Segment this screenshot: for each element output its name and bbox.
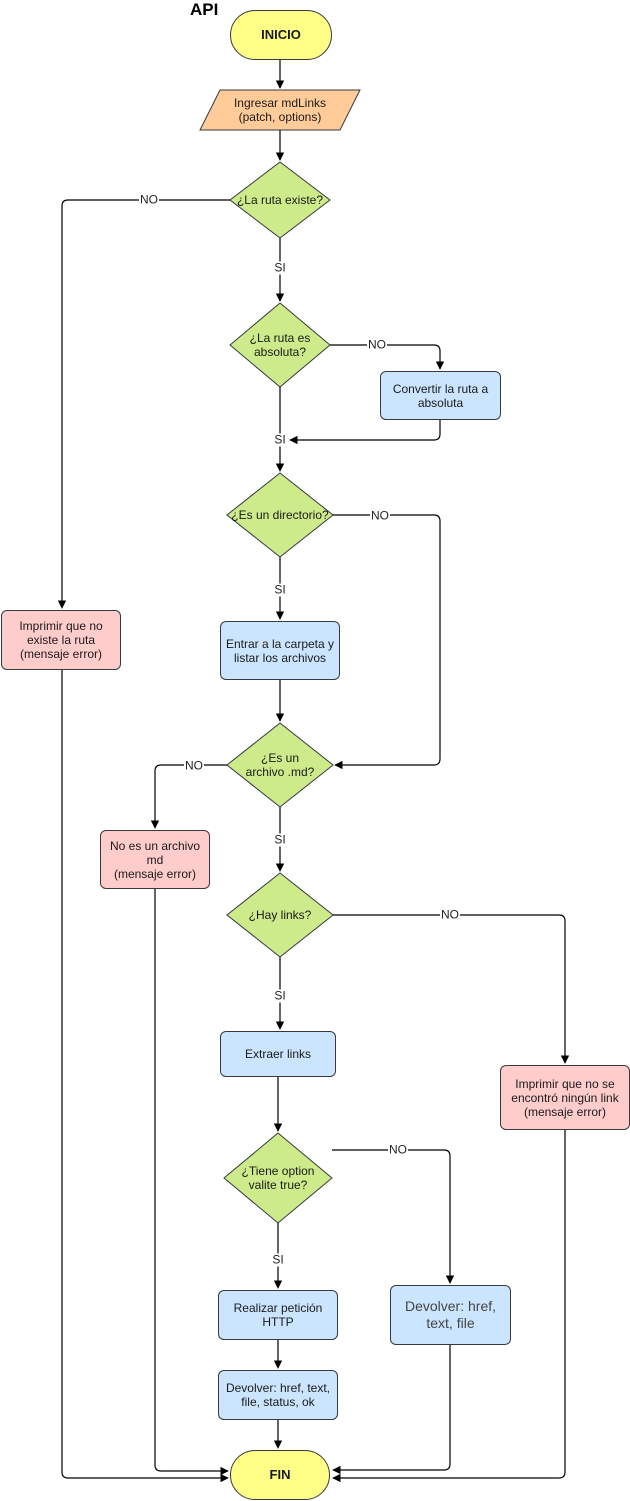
node-convertir: Convertir la ruta a absoluta [380, 371, 501, 420]
edge-links-no [333, 914, 570, 1064]
node-extraer: Extraer links [220, 1031, 336, 1077]
edge-absoluta-no [330, 344, 445, 370]
label-existe-no: NO [139, 192, 159, 207]
edge-error-ruta-fin [61, 670, 229, 1483]
node-es-md: ¿Es un archivo .md? [245, 751, 315, 779]
node-entrar-carpeta: Entrar a la carpeta y listar los archivo… [220, 621, 340, 680]
node-ruta-existe: ¿La ruta existe? [236, 193, 324, 207]
label-md-si: SI [273, 832, 287, 847]
edge-error-md-fin [154, 889, 229, 1476]
label-links-no: NO [440, 907, 460, 922]
node-devolver-full: Devolver: href, text, file, status, ok [218, 1370, 338, 1420]
node-hay-links: ¿Hay links? [248, 908, 312, 922]
label-directorio-si: SI [273, 582, 287, 597]
edge-option-no [332, 1149, 455, 1284]
node-peticion: Realizar petición HTTP [218, 1290, 338, 1340]
node-ruta-absoluta: ¿La ruta es absoluta? [249, 331, 311, 359]
node-error-ruta: Imprimir que no existe la ruta (mensaje … [1, 610, 121, 670]
label-md-no: NO [184, 758, 204, 773]
node-input: Ingresar mdLinks (patch, options) [233, 96, 327, 124]
node-tiene-option: ¿Tiene option valite true? [241, 1164, 315, 1192]
node-inicio: INICIO [230, 10, 332, 60]
label-existe-si: SI [273, 260, 287, 275]
label-directorio-no: NO [370, 508, 390, 523]
node-error-links: Imprimir que no se encontró ningún link … [500, 1065, 630, 1130]
node-es-directorio: ¿Es un directorio? [231, 508, 329, 522]
label-option-si: SI [271, 1252, 285, 1267]
edge-error-links-fin [332, 1130, 566, 1483]
label-option-no: NO [388, 1142, 408, 1157]
edge-md-no [150, 764, 227, 829]
node-error-md: No es un archivo md (mensaje error) [100, 830, 210, 889]
edge-directorio-no [333, 514, 441, 770]
label-absoluta-no: NO [367, 337, 387, 352]
edge-devolver-simple-fin [332, 1345, 451, 1475]
edge-existe-no [57, 199, 230, 609]
input-parallelogram [199, 89, 361, 131]
diagram-title: API [190, 0, 219, 19]
node-devolver-simple: Devolver: href, text, file [390, 1285, 511, 1345]
label-links-si: SI [273, 988, 287, 1003]
edge-convertir-si [289, 420, 441, 445]
node-fin: FIN [230, 1450, 330, 1500]
label-absoluta-si: SI [273, 432, 287, 447]
